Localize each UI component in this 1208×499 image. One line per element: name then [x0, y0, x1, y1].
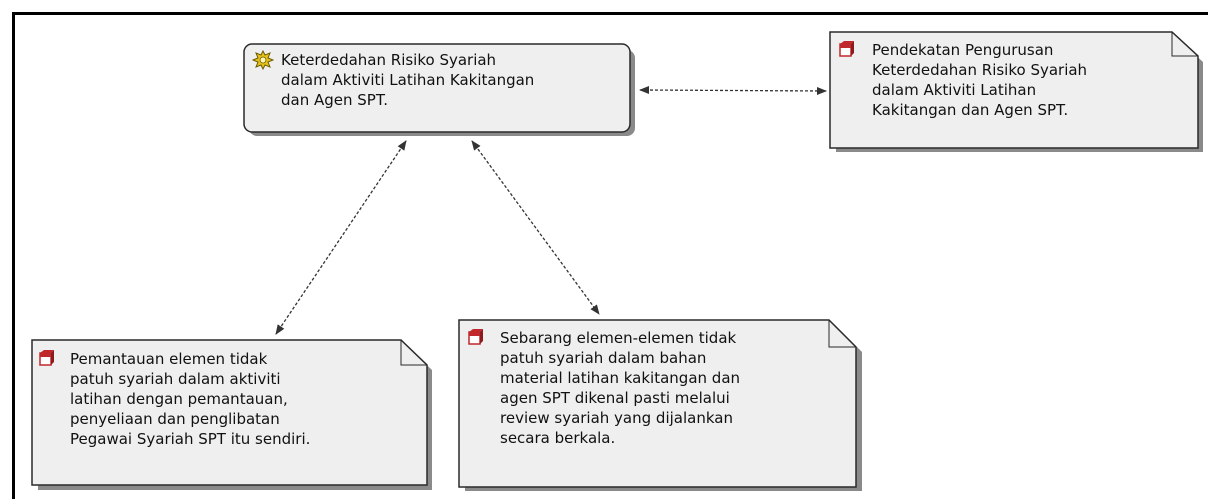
note-icon [38, 349, 56, 371]
connector-central-monitoring [275, 140, 407, 335]
monitoring-node-text: Pemantauan elemen tidak patuh syariah da… [70, 350, 311, 448]
central-node-text: Keterdedahan Risiko Syariah dalam Aktivi… [281, 51, 535, 109]
connector-central-approach [639, 86, 827, 95]
node-central[interactable] [243, 43, 635, 136]
diagram-frame [12, 12, 1208, 499]
note-icon [467, 328, 485, 350]
node-review[interactable] [458, 319, 862, 491]
risk-gear-icon [251, 49, 275, 74]
node-approach[interactable] [829, 31, 1203, 152]
approach-node-text: Pendekatan Pengurusan Keterdedahan Risik… [872, 41, 1088, 119]
node-monitoring[interactable] [31, 339, 432, 490]
note-icon [838, 40, 856, 62]
connector-central-review [471, 140, 600, 315]
review-node-text: Sebarang elemen-elemen tidak patuh syari… [500, 329, 741, 447]
